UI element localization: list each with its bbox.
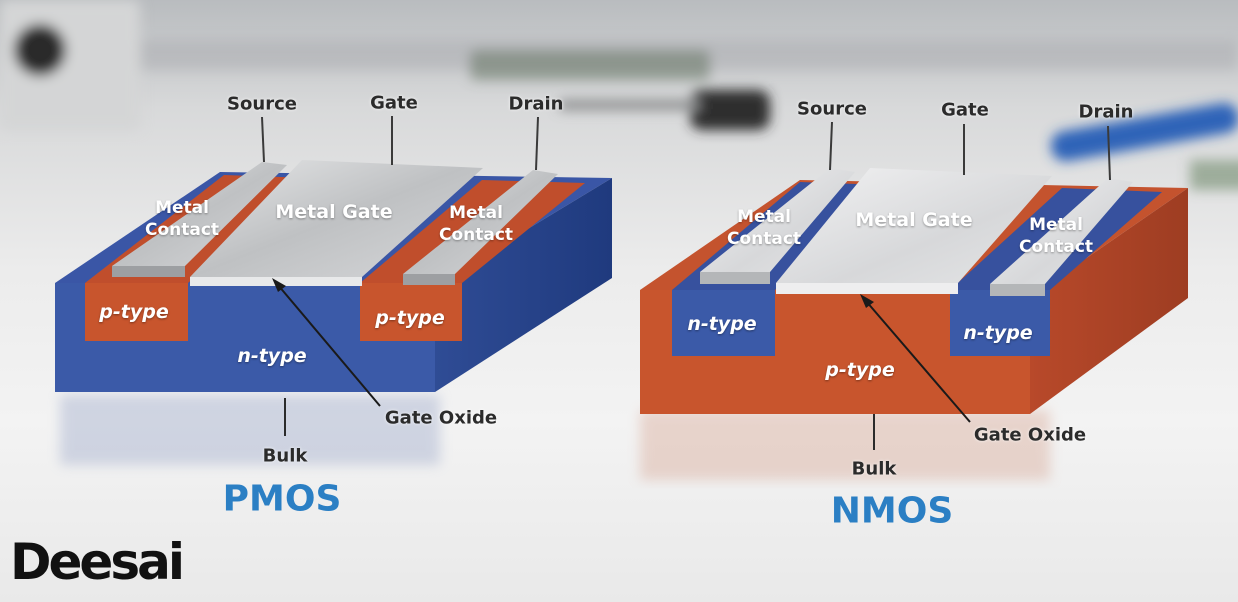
pmos-contact-right-front [403,274,455,285]
pmos-title: PMOS [222,478,342,520]
pmos-contact-right-line1: Metal [449,203,503,223]
nmos-title: NMOS [830,490,954,532]
pmos-oxide-leader [277,284,381,407]
pmos-source-leader [261,116,265,163]
pmos-contact-left-line2: Contact [144,220,220,240]
pmos-well-left [85,283,188,341]
nmos-drain-label: Drain [1078,101,1134,123]
nmos-contact-right-line2: Contact [1018,237,1094,257]
pmos-substrate-side [435,178,612,392]
nmos-contact-left-line2: Contact [726,229,802,249]
pmos-gate-top [190,160,483,277]
nmos-contact-left-line1: Metal [737,207,791,227]
nmos-well-right [950,290,1050,356]
nmos-bulk-label: Bulk [851,458,897,480]
pmos-bulk-label: Bulk [262,445,308,467]
pmos-drain-label: Drain [508,93,564,115]
nmos-drain-leader [1107,125,1111,181]
nmos-structure [640,121,1188,450]
nmos-gate-oxide-label: Gate Oxide [973,424,1087,446]
nmos-gate-top [776,168,1052,283]
nmos-contact-right-line1: Metal [1029,215,1083,235]
pmos-contact-right-label: Metal Contact [439,202,513,246]
pmos-metal-gate-label: Metal Gate [275,201,393,223]
nmos-contact-left-front [700,272,770,284]
pmos-drain-leader [535,116,539,171]
pmos-gate-oxide-label: Gate Oxide [384,407,498,429]
nmos-contact-right-label: Metal Contact [1019,214,1093,258]
nmos-source-leader [829,121,833,171]
nmos-well-right-label: n-type [963,322,1033,344]
pmos-contact-right-line2: Contact [438,225,514,245]
nmos-substrate-side [1030,188,1188,414]
nmos-gate-front [776,283,958,294]
pmos-contact-left-top [112,162,287,266]
pmos-substrate-label: n-type [237,345,307,367]
nmos-gate-label: Gate [941,99,989,121]
nmos-contact-right-front [990,284,1045,296]
pmos-source-label: Source [227,93,297,115]
pmos-contact-left-label: Metal Contact [145,197,219,241]
pmos-gate-label: Gate [370,92,418,114]
nmos-contact-right-top [990,178,1133,284]
deesai-logo: Deesai [10,533,185,591]
pmos-contact-right-top [403,170,558,274]
nmos-oxide-arrowhead [860,294,874,308]
nmos-well-left [672,290,775,356]
floor-reflections [60,395,1050,480]
nmos-metal-gate-label: Metal Gate [855,209,973,231]
nmos-oxide-leader [865,300,971,423]
pmos-structure [55,116,612,436]
nmos-contact-left-top [700,168,855,272]
nmos-source-label: Source [797,98,867,120]
pmos-contact-left-front [112,266,185,277]
pmos-well-right-label: p-type [375,307,445,329]
pmos-well-right [360,283,462,341]
nmos-well-left-label: n-type [687,313,757,335]
background-props [0,0,1238,190]
pmos-well-left-label: p-type [99,301,169,323]
nmos-substrate-label: p-type [825,359,895,381]
nmos-contact-left-label: Metal Contact [727,206,801,250]
pmos-contact-left-line1: Metal [155,198,209,218]
pmos-oxide-arrowhead [272,278,286,292]
